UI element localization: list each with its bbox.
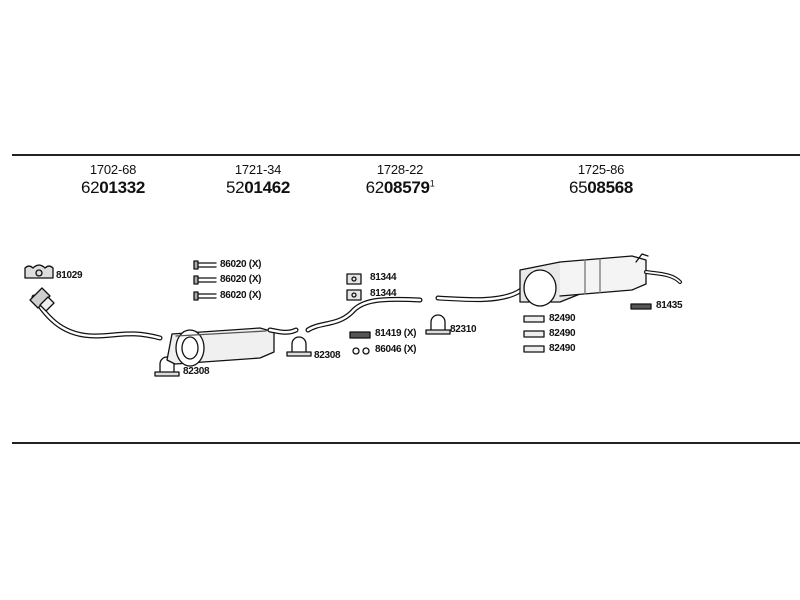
section-header-4: 1725-86 6508568 (546, 162, 656, 198)
part-label-81435: 81435 (656, 300, 683, 311)
section-ref: 1728-22 (376, 162, 424, 177)
section-header-2: 1721-34 5201462 (203, 162, 313, 198)
section-ref: 1702-68 (89, 162, 137, 177)
part-label-81344: 81344 (370, 288, 397, 299)
section-ref: 1721-34 (234, 162, 282, 177)
part-number: 5201462 (225, 178, 291, 197)
section-ref: 1725-86 (577, 162, 625, 177)
clip-icon (346, 289, 362, 301)
part-label-86046: 86046 (X) (375, 344, 417, 355)
clip-icon (346, 273, 362, 285)
part-label-86020: 86020 (X) (220, 274, 262, 285)
part-label-81029: 81029 (56, 270, 83, 281)
section-header-3: 1728-22 62085791 (345, 162, 455, 198)
part-number: 62085791 (365, 178, 435, 197)
washer-icon (352, 347, 370, 355)
part-label-82308: 82308 (314, 350, 341, 361)
strap-icon (523, 315, 545, 323)
front-pipe (29, 287, 163, 341)
part-number: 6508568 (568, 178, 634, 197)
top-rule (12, 154, 800, 156)
part-number: 6201332 (80, 178, 146, 197)
part-label-82310: 82310 (450, 324, 477, 335)
clamp-icon (286, 336, 312, 357)
part-label-81344: 81344 (370, 272, 397, 283)
part-label-82490: 82490 (549, 313, 576, 324)
part-label-86020: 86020 (X) (220, 290, 262, 301)
clamp-icon (425, 314, 451, 335)
hanger-icon (193, 275, 217, 285)
strap-icon (523, 330, 545, 338)
hanger-icon (193, 260, 217, 270)
part-label-81419: 81419 (X) (375, 328, 417, 339)
part-label-82490: 82490 (549, 328, 576, 339)
part-label-82308: 82308 (183, 366, 210, 377)
part-label-82490: 82490 (549, 343, 576, 354)
bracket-icon (349, 331, 371, 339)
hanger-icon (193, 291, 217, 301)
rubber-mount-icon (630, 303, 652, 310)
rear-muffler (435, 253, 682, 307)
section-header-1: 1702-68 6201332 (58, 162, 168, 198)
strap-icon (523, 345, 545, 353)
center-muffler (166, 327, 299, 367)
part-label-86020: 86020 (X) (220, 259, 262, 270)
bottom-rule (12, 442, 800, 444)
intermediate-pipe (305, 296, 423, 333)
gasket-icon (24, 264, 54, 279)
